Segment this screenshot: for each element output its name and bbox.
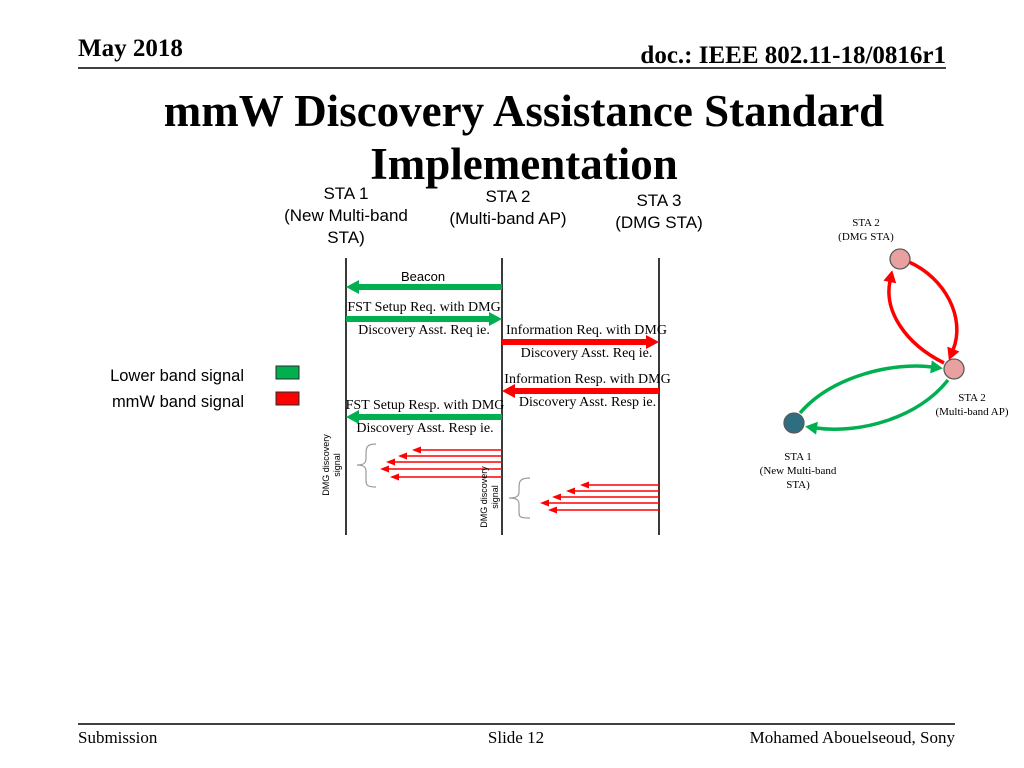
topology-node-label-line: (Multi-band AP) (935, 406, 1008, 418)
message-arrow (346, 312, 502, 326)
station-label-line: STA 2 (485, 187, 530, 206)
discovery-beam-arrowhead (380, 465, 389, 473)
network-topology: STA 2 (DMG STA) STA 2 (Multi-band AP) STA 1 (… (760, 217, 1009, 491)
discovery-signal-label: DMG discoverysignal (321, 434, 342, 496)
message-label: FST Setup Req. with DMG (347, 300, 500, 315)
station-label: STA 2 (Multi-band AP) (449, 187, 566, 228)
footer-submission: Submission (78, 728, 158, 747)
discovery-beam-arrowhead (566, 487, 575, 495)
message-label: Information Req. with DMG (506, 323, 667, 338)
legend: Lower band signal mmW band signal (110, 365, 300, 411)
topology-node-label-line: STA 2 (852, 217, 880, 229)
topology-link-arrowhead (947, 346, 960, 361)
beam-brace (356, 443, 377, 488)
message-label: Discovery Asst. Resp ie. (356, 421, 493, 436)
discovery-beam-arrowhead (398, 452, 407, 460)
topology-node-label-line: (DMG STA) (838, 231, 894, 243)
beam-brace (508, 477, 531, 519)
topology-link (908, 260, 959, 351)
topology-node-label-line: STA) (786, 479, 810, 491)
station-label-line: STA 1 (323, 184, 368, 203)
message-label: FST Setup Resp. with DMG (346, 398, 505, 413)
message-label: Discovery Asst. Req ie. (358, 323, 490, 338)
message-arrow (502, 335, 659, 349)
discovery-beam-arrowhead (412, 446, 421, 454)
station-label: STA 3 (DMG STA) (615, 191, 703, 232)
title-line-1: mmW Discovery Assistance Standard (164, 86, 884, 136)
discovery-beam-arrowhead (552, 493, 561, 501)
slide-title: mmW Discovery Assistance Standard Implem… (164, 86, 884, 189)
discovery-beam-arrowhead (580, 481, 589, 489)
topology-node-label-line: (New Multi-band (760, 465, 837, 477)
station-label-line: (New Multi-band (284, 206, 408, 225)
discovery-signal-label-line: signal (332, 453, 342, 477)
topology-node (943, 358, 965, 380)
message-arrow (346, 410, 502, 424)
message-arrow (502, 384, 659, 398)
station-label-line: (DMG STA) (615, 213, 703, 232)
discovery-signal-label: DMG discoverysignal (479, 466, 500, 528)
header-doc-id: doc.: IEEE 802.11-18/0816r1 (640, 42, 946, 69)
footer-slide-number: Slide 12 (488, 728, 544, 747)
discovery-signal-label-line: signal (490, 485, 500, 509)
legend-label-lower-band: Lower band signal (110, 367, 244, 385)
slide-header: May 2018 doc.: IEEE 802.11-18/0816r1 (78, 35, 946, 69)
message-label: Discovery Asst. Resp ie. (519, 395, 656, 410)
discovery-signal-label-line: DMG discovery (321, 434, 331, 496)
discovery-beam-arrowhead (540, 499, 549, 507)
legend-label-mmw-band: mmW band signal (112, 393, 244, 411)
discovery-signal-label-line: DMG discovery (479, 466, 489, 528)
discovery-beam-arrowhead (548, 506, 557, 514)
footer-author: Mohamed Abouelseoud, Sony (750, 728, 956, 747)
message-label: Information Resp. with DMG (504, 372, 670, 387)
station-label-line: (Multi-band AP) (449, 209, 566, 228)
topology-link (887, 280, 945, 365)
legend-swatch-mmw-band (275, 391, 300, 406)
topology-node (783, 412, 805, 434)
topology-link-arrowhead (805, 421, 818, 435)
discovery-beam-arrowhead (386, 458, 395, 466)
topology-link-arrowhead (883, 270, 897, 284)
station-label-line: STA 3 (636, 191, 681, 210)
title-line-2: Implementation (370, 139, 678, 189)
topology-node (889, 248, 911, 270)
message-arrow (346, 280, 502, 294)
slide-footer: Submission Slide 12 Mohamed Abouelseoud,… (78, 723, 956, 747)
topology-link (815, 378, 950, 431)
legend-swatch-lower-band (275, 365, 300, 380)
station-label-line: STA) (327, 228, 364, 247)
topology-node-label-line: STA 2 (958, 392, 986, 404)
message-label: Discovery Asst. Req ie. (521, 346, 653, 361)
topology-link-arrowhead (930, 360, 943, 374)
header-date: May 2018 (78, 35, 183, 62)
discovery-beam-arrowhead (390, 473, 399, 481)
topology-link (798, 364, 933, 415)
topology-node-label-line: STA 1 (784, 451, 812, 463)
message-label: Beacon (401, 269, 445, 284)
topology-node-label: STA 2 (DMG STA) (838, 217, 894, 243)
topology-node-label: STA 2 (Multi-band AP) (935, 392, 1008, 418)
